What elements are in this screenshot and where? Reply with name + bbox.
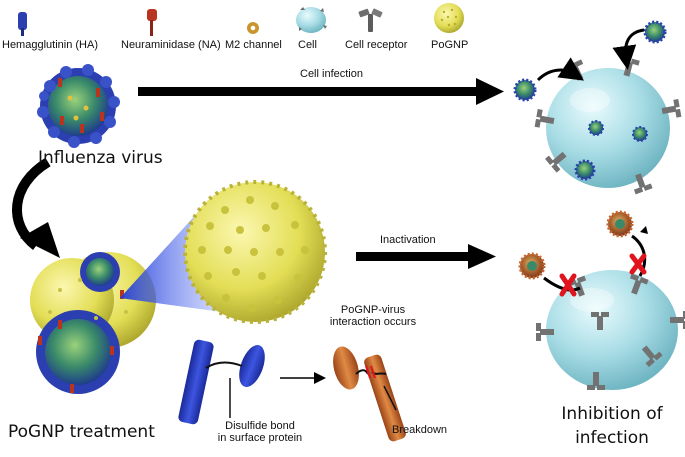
na-icon [147,9,157,36]
legend-ha-label: Hemagglutinin (HA) [2,39,98,51]
ha-icon [18,12,27,36]
cell-icon [296,7,327,33]
m2-channel-icon [247,22,259,34]
surface-protein-intact [178,339,265,425]
legend-na-label: Neuraminidase (NA) [121,39,221,51]
cell-receptor-icon [358,8,383,32]
disulfide-line-2: in surface protein [217,432,303,444]
influenza-virus-label: Influenza virus [38,148,163,168]
cell-infection-label: Cell infection [300,68,363,80]
pognp-treatment-label: PoGNP treatment [8,422,155,442]
small-viruses-top [513,20,667,181]
breakdown-label: Breakdown [392,424,448,436]
inhibition-label: Inhibition of infection [552,402,672,450]
surface-protein-broken [333,346,406,442]
legend-receptor-label: Cell receptor [345,39,408,51]
curved-arrow-down [11,157,60,258]
coated-viruses [518,210,634,280]
disulfide-label: Disulfide bond in surface protein [208,420,312,444]
cell-infection-arrow [138,78,504,105]
infection-arrows [536,28,645,82]
inhibition-line-2: infection [575,428,649,448]
disulfide-line-1: Disulfide bond [225,420,295,432]
red-cross-icon [559,253,647,297]
interaction-label: PoGNP-virus interaction occurs [318,304,428,328]
legend-pognp-label: PoGNP [431,39,469,51]
influenza-virus [37,64,120,148]
legend-cell-label: Cell [298,39,317,51]
inhibition-line-1: Inhibition of [561,404,663,424]
inactivation-label: Inactivation [380,234,436,246]
interaction-line-1: PoGNP-virus [340,304,406,316]
pognp-virus-cluster [30,252,156,394]
legend-m2-label: M2 channel [225,39,282,51]
infected-cell [546,68,670,188]
pognp-icon [434,3,464,33]
interaction-line-2: interaction occurs [329,316,417,328]
large-pognp [183,180,327,324]
inactivation-arrow [356,244,496,269]
